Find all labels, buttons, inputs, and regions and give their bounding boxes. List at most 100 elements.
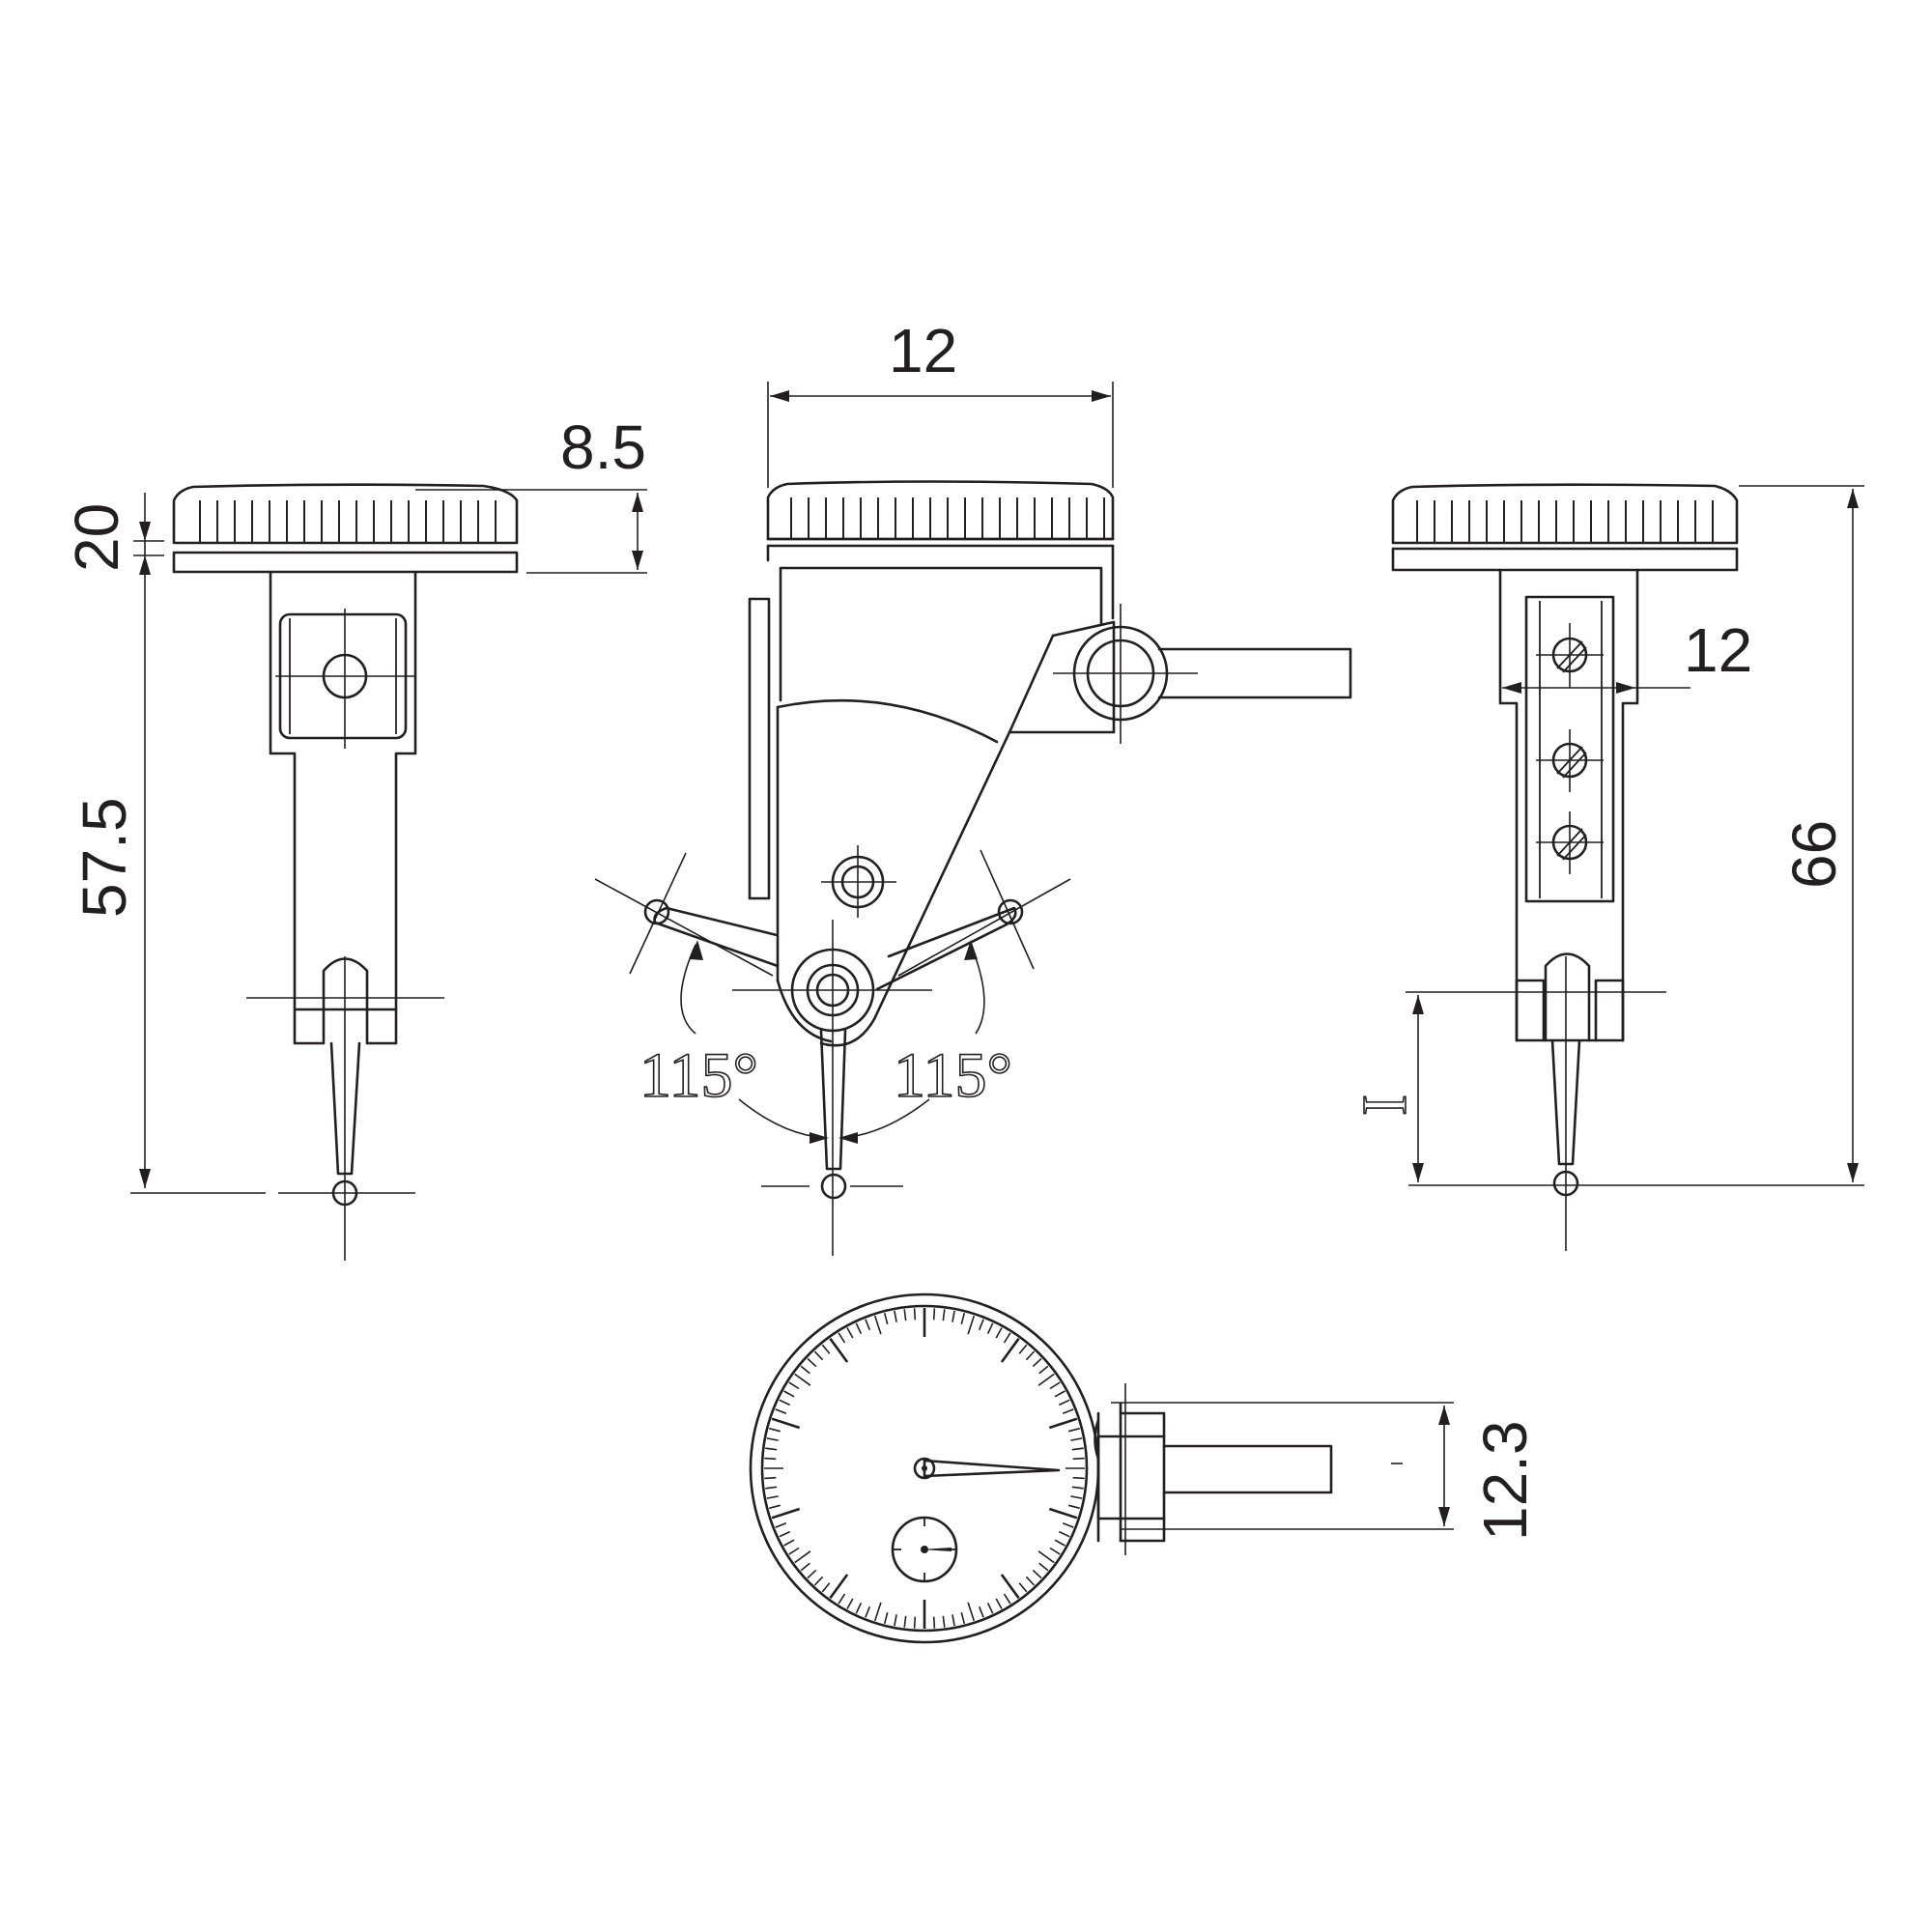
- dial-minor-tick: [1003, 1332, 1011, 1344]
- dial-minor-tick: [855, 1322, 863, 1335]
- dial-minor-tick: [821, 1344, 831, 1354]
- dial-minor-tick: [813, 1350, 824, 1361]
- dial-minor-tick: [1025, 1350, 1036, 1361]
- dial-minor-tick: [978, 1319, 984, 1331]
- dial-minor-tick: [883, 1611, 889, 1625]
- dial-minor-tick: [932, 1308, 936, 1321]
- dial-minor-tick: [1025, 1576, 1036, 1586]
- dial-minor-tick: [1058, 1530, 1070, 1538]
- dial-minor-tick: [794, 1550, 811, 1564]
- dial-minor-tick: [807, 1569, 817, 1579]
- dim-dial-height: 12.3: [1470, 1420, 1540, 1541]
- dim-side-gap: 20: [62, 503, 131, 572]
- dial-revolution-counter: [891, 1516, 958, 1583]
- dial-view: 12.3: [749, 1293, 1540, 1644]
- dial-minor-tick: [1062, 1408, 1074, 1415]
- dial-minor-tick: [779, 1399, 791, 1406]
- dial-minor-tick: [794, 1373, 811, 1386]
- back-dimensions: 12 66 I: [1349, 485, 1864, 1186]
- dial-minor-tick: [894, 1310, 897, 1322]
- dial-minor-tick: [783, 1390, 795, 1398]
- dim-side-height: 57.5: [70, 797, 139, 918]
- dial-minor-tick: [942, 1309, 946, 1321]
- dial-minor-tick: [1071, 1486, 1084, 1490]
- dial-minor-tick: [883, 1312, 889, 1325]
- dial-minor-tick: [1032, 1357, 1042, 1368]
- dial-minor-tick: [788, 1381, 800, 1390]
- dial-minor-tick: [995, 1327, 1003, 1339]
- front-contact-ball: [820, 1173, 847, 1200]
- back-knurled-cap: [1391, 483, 1739, 572]
- dial-minor-tick: [1071, 1447, 1084, 1451]
- side-body: [246, 570, 444, 1261]
- dial-minor-tick: [838, 1593, 846, 1605]
- dial-major-tick: [1000, 1574, 1020, 1600]
- dial-minor-tick: [846, 1598, 854, 1609]
- dial-major-tick: [771, 1507, 801, 1520]
- dial-stem-mount: [1094, 1383, 1454, 1555]
- dial-minor-tick: [967, 1315, 976, 1335]
- dial-minor-tick: [903, 1615, 907, 1628]
- side-dimensions: 8.5 20 57.5: [62, 412, 647, 1194]
- dial-minor-tick: [1032, 1569, 1042, 1579]
- dial-minor-tick: [764, 1476, 777, 1480]
- dial-minor-tick: [768, 1504, 781, 1510]
- dial-minor-tick: [846, 1327, 854, 1339]
- dial-minor-tick: [765, 1486, 778, 1490]
- dial-major-tick: [771, 1417, 801, 1430]
- dial-minor-tick: [1037, 1373, 1055, 1386]
- dim-back-stroke: I: [1350, 1094, 1420, 1116]
- dial-major-tick: [1048, 1507, 1078, 1520]
- dial-minor-tick: [1070, 1437, 1083, 1441]
- dial-major-tick: [1000, 1337, 1020, 1363]
- dim-back-height: 66: [1779, 820, 1849, 889]
- dial-minor-tick: [855, 1602, 863, 1614]
- dial-minor-tick: [788, 1547, 800, 1555]
- front-side-plate: [748, 597, 771, 900]
- front-body: [594, 544, 1352, 1256]
- dial-minor-tick: [1049, 1381, 1061, 1390]
- dial-minor-tick: [1062, 1521, 1074, 1528]
- dim-angle-left: 115°: [639, 1040, 758, 1111]
- dial-major-tick: [829, 1574, 849, 1600]
- dial-minor-tick: [1038, 1365, 1049, 1375]
- dial-minor-tick: [1049, 1547, 1061, 1555]
- dial-minor-tick: [873, 1315, 882, 1335]
- dial-minor-tick: [1003, 1593, 1011, 1605]
- dial-minor-tick: [1054, 1539, 1065, 1547]
- dial-minor-tick: [865, 1605, 871, 1618]
- front-knurled-cap: [766, 480, 1115, 541]
- dial-minor-tick: [903, 1309, 907, 1321]
- dial-minor-tick: [775, 1408, 787, 1415]
- dial-minor-tick: [807, 1357, 817, 1368]
- dial-minor-tick: [783, 1539, 795, 1547]
- dial-minor-tick: [1072, 1457, 1085, 1461]
- dial-minor-tick: [1067, 1427, 1081, 1433]
- dial-minor-tick: [1018, 1344, 1028, 1354]
- dial-minor-tick: [766, 1495, 779, 1499]
- dim-back-width: 12: [1684, 615, 1752, 685]
- dial-minor-tick: [800, 1365, 810, 1375]
- dial-minor-tick: [932, 1616, 936, 1629]
- dial-minor-tick: [800, 1562, 810, 1572]
- dial-minor-tick: [813, 1576, 824, 1586]
- dial-minor-tick: [1067, 1504, 1081, 1510]
- dial-minor-tick: [873, 1602, 882, 1622]
- back-plate: [1524, 595, 1615, 903]
- dial-minor-tick: [967, 1602, 976, 1622]
- dial-minor-tick: [1038, 1562, 1049, 1572]
- dial-minor-tick: [894, 1614, 897, 1627]
- front-right-swing-ball: [997, 898, 1024, 925]
- back-view: 12 66 I: [1349, 483, 1864, 1251]
- dial-minor-tick: [779, 1530, 791, 1538]
- side-view: 8.5 20 57.5: [62, 412, 647, 1261]
- dial-minor-tick: [1070, 1495, 1083, 1499]
- dial-minor-tick: [995, 1598, 1003, 1609]
- front-view: 12 115° 115°: [594, 316, 1352, 1256]
- dial-major-tick: [829, 1337, 849, 1363]
- dial-minor-tick: [768, 1427, 781, 1433]
- front-left-swing-ball: [643, 898, 670, 925]
- dial-face: [760, 1304, 1089, 1633]
- back-screws: [1536, 623, 1604, 874]
